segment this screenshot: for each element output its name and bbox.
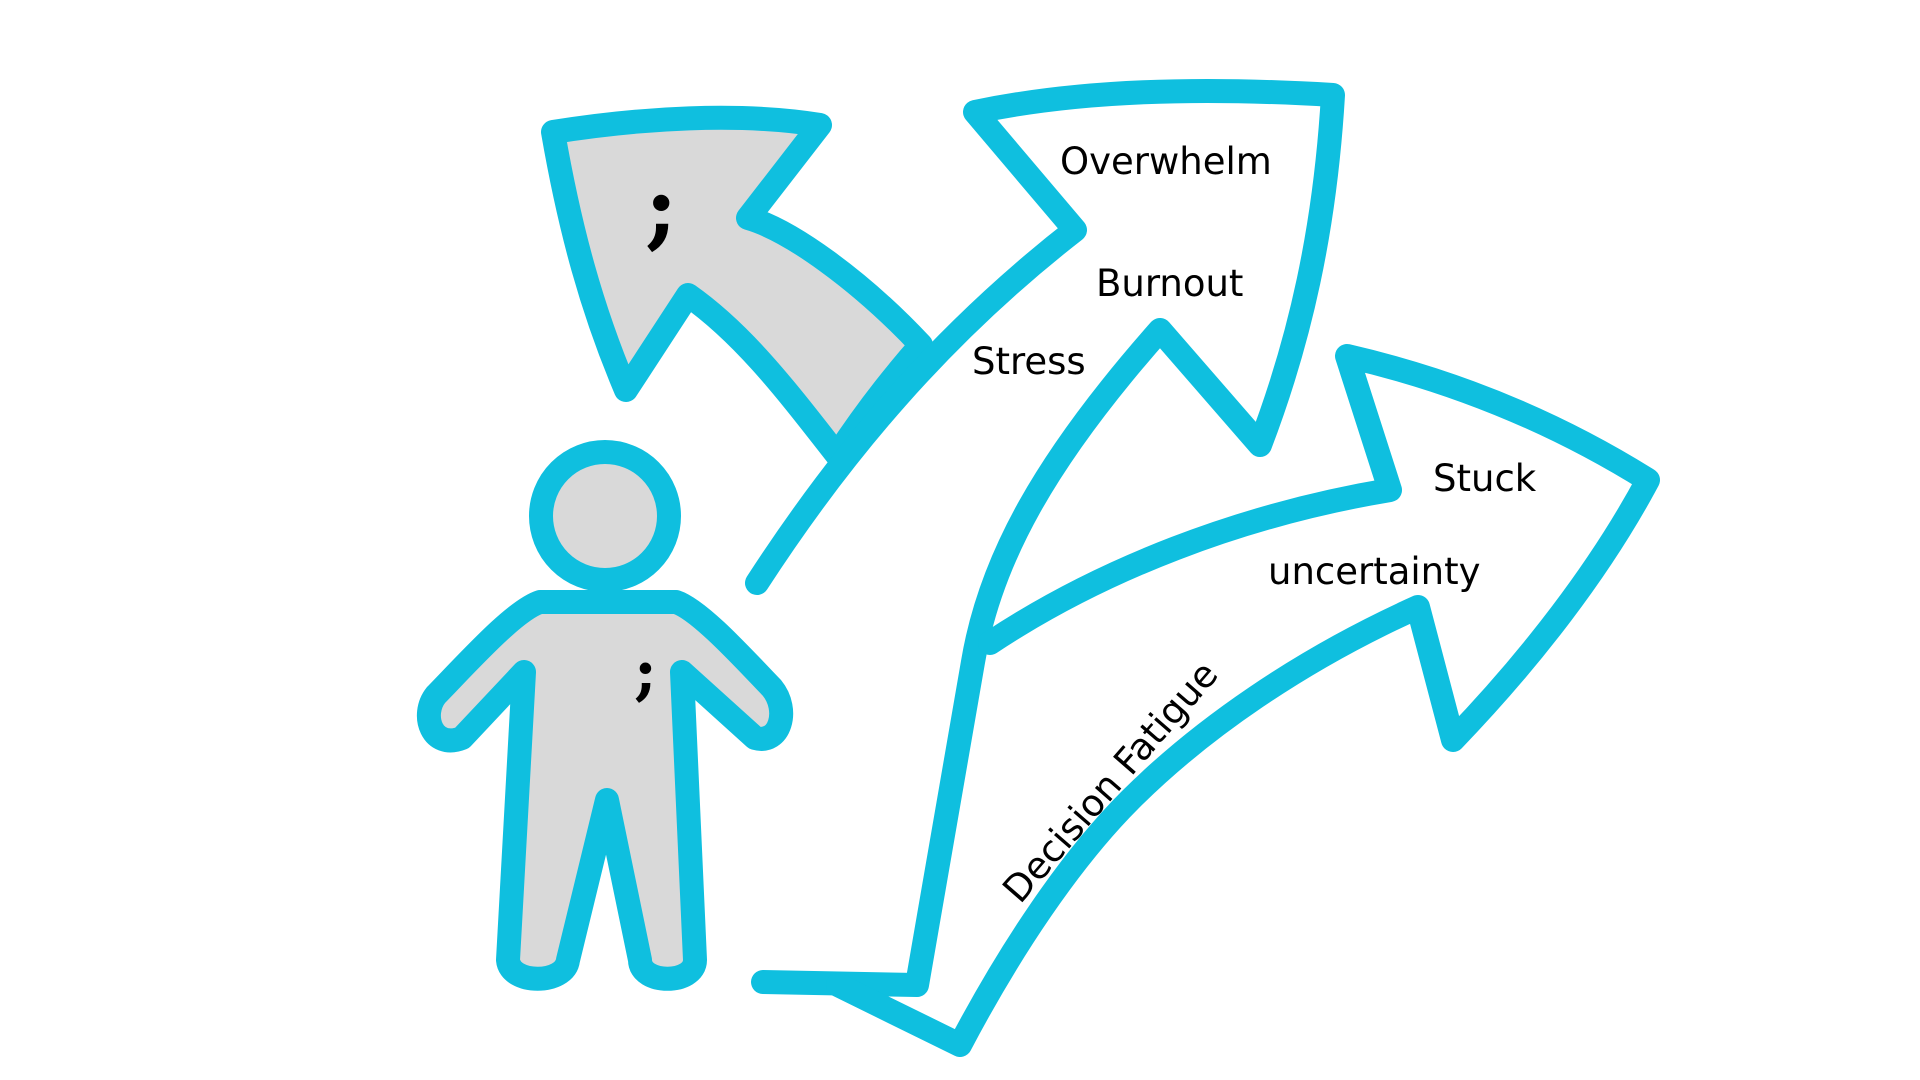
middle-arrow [745, 78, 1345, 997]
label-stress: Stress [972, 340, 1086, 383]
arrow-semicolon-symbol: ; [645, 155, 677, 259]
right-arrow [826, 344, 1660, 1057]
person-head [529, 440, 681, 592]
person-semicolon-symbol: ; [634, 635, 657, 708]
label-burnout: Burnout [1096, 262, 1243, 305]
label-uncertainty: uncertainty [1268, 550, 1481, 593]
person-body [416, 590, 793, 991]
label-overwhelm: Overwhelm [1060, 140, 1272, 183]
up-left-arrow-shape [541, 105, 933, 467]
label-stuck: Stuck [1433, 457, 1537, 500]
label-decision-fatigue: Decision Fatigue [994, 653, 1226, 911]
person-figure [416, 440, 793, 991]
